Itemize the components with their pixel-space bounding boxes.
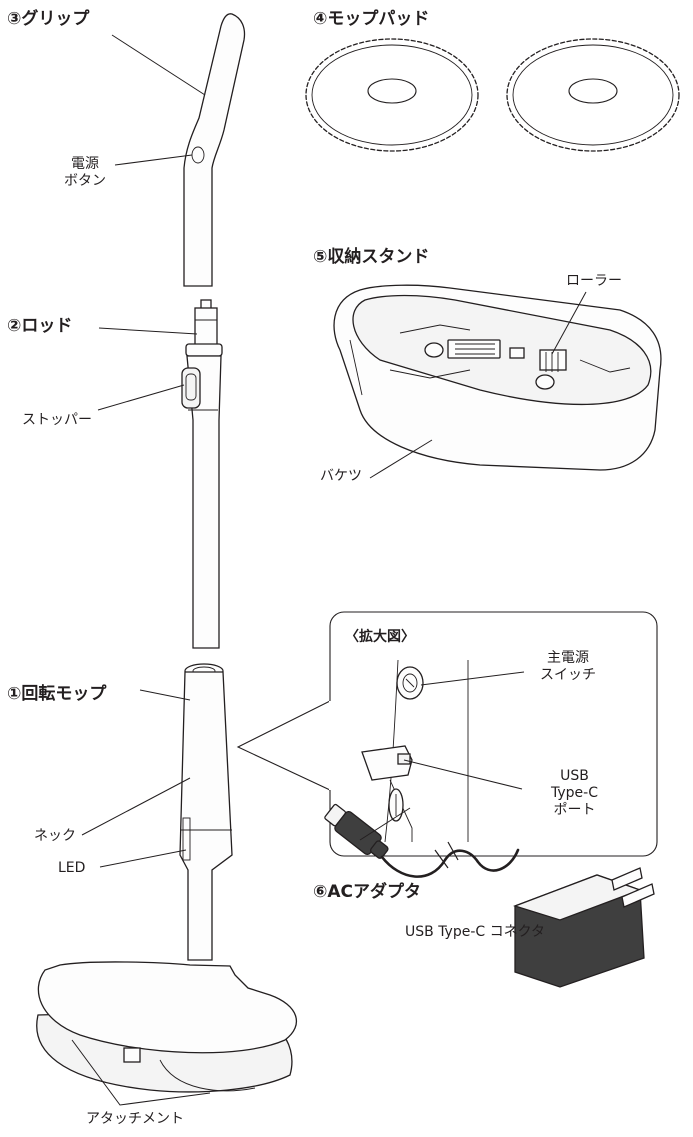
main-switch-label-line1: 主電源 <box>547 650 589 666</box>
zoom-callout <box>236 611 658 857</box>
bucket-leader <box>369 439 433 479</box>
led-label: LED <box>58 860 86 876</box>
attachment-label: アタッチメント <box>86 1111 184 1127</box>
power-button-leader <box>114 154 193 166</box>
grip-leader <box>111 34 206 96</box>
usb-port-label: USB Type-C ポート <box>551 768 598 819</box>
main-switch-label: 主電源 スイッチ <box>540 650 596 684</box>
stopper-leader <box>97 384 185 411</box>
storage-stand-title: ⑤収納スタンド <box>313 247 430 267</box>
usb-port-label-line3: ポート <box>553 802 596 818</box>
roller-label: ローラー <box>566 273 622 289</box>
rotating-mop-illustration <box>36 663 297 1093</box>
power-button-label: 電源 ボタン <box>64 156 106 190</box>
mop-pads-illustration <box>305 38 680 152</box>
power-button-label-line2: ボタン <box>64 173 106 189</box>
bucket-label: バケツ <box>320 468 362 484</box>
connector-leader <box>359 807 411 841</box>
power-button-label-line1: 電源 <box>71 156 99 172</box>
usb-port-leader <box>403 759 523 790</box>
roller-leader <box>551 291 587 355</box>
mop-leader <box>139 689 191 701</box>
rod-leader <box>98 327 198 335</box>
rod-title: ②ロッド <box>7 316 73 336</box>
grip-title: ③グリップ <box>7 9 90 29</box>
usb-connector-label: USB Type-C コネクタ <box>405 924 546 940</box>
switch-leader <box>420 671 525 686</box>
grip-illustration <box>183 13 246 287</box>
usb-port-label-line2: Type-C <box>551 785 598 801</box>
storage-stand-illustration <box>333 284 662 471</box>
stopper-label: ストッパー <box>22 412 92 428</box>
led-leader <box>99 849 187 868</box>
main-switch-label-line2: スイッチ <box>540 667 596 683</box>
attachment-leader <box>71 1039 211 1106</box>
ac-adapter-illustration <box>324 803 655 988</box>
rotating-mop-title: ①回転モップ <box>7 684 107 704</box>
zoom-title: 〈拡大図〉 <box>345 629 415 645</box>
ac-adapter-title: ⑥ACアダプタ <box>313 882 422 902</box>
mop-pad-title: ④モップパッド <box>313 9 430 29</box>
rod-illustration <box>181 299 223 649</box>
usb-port-label-line1: USB <box>560 768 589 784</box>
neck-leader <box>81 777 191 836</box>
neck-label: ネック <box>34 828 76 844</box>
